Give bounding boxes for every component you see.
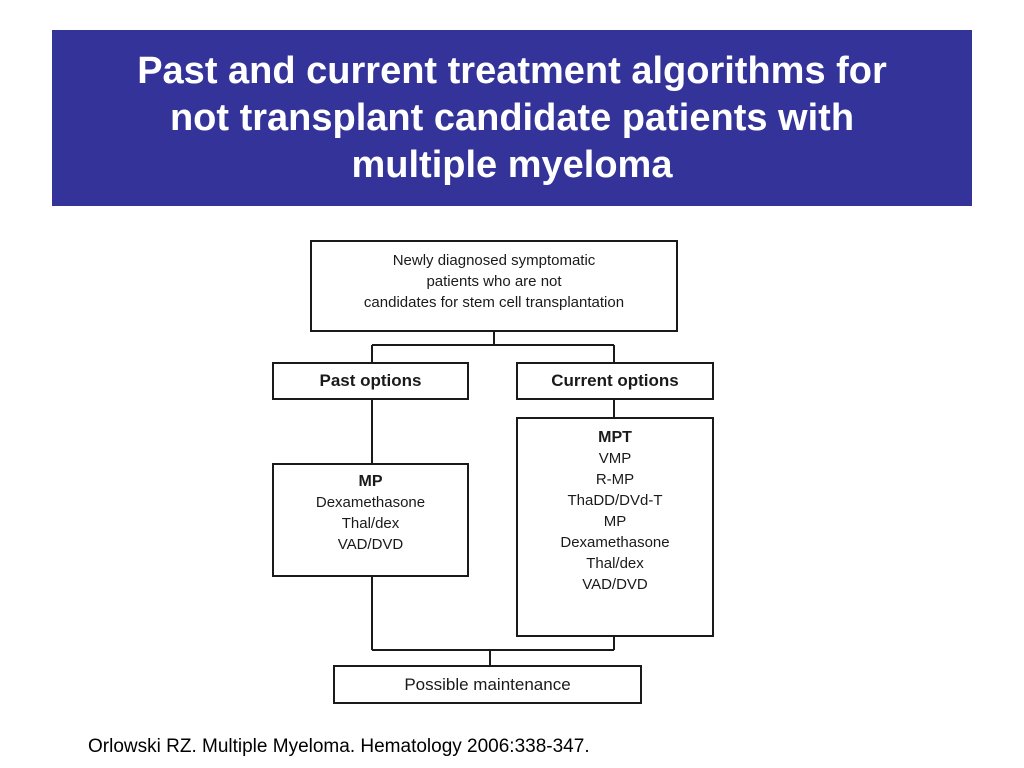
current-options-list: MPT VMP R-MP ThaDD/DVd-T MP Dexamethason…	[516, 417, 714, 637]
past-options-list: MP Dexamethasone Thal/dex VAD/DVD	[272, 463, 469, 577]
list-item: R-MP	[595, 471, 635, 488]
title-banner: Past and current treatment algorithms fo…	[52, 30, 972, 206]
list-item: VAD/DVD	[582, 576, 648, 593]
past-options-label: Past options	[319, 371, 422, 390]
list-item: Dexamethasone	[560, 534, 670, 551]
current-options-label: Current options	[551, 371, 679, 390]
list-item: Dexamethasone	[315, 494, 426, 511]
maintenance-box: Possible maintenance	[333, 665, 642, 704]
title-line: Past and current treatment algorithms fo…	[137, 49, 887, 92]
diagnosis-line: Newly diagnosed symptomatic	[392, 252, 596, 269]
list-item: MP	[603, 513, 627, 530]
list-item: Thal/dex	[586, 555, 644, 572]
current-options-box: Current options	[516, 362, 714, 400]
title-line: not transplant candidate patients with	[169, 96, 855, 139]
list-item: MP	[358, 473, 383, 490]
diagnosis-line: patients who are not	[426, 273, 562, 290]
diagnosis-box: Newly diagnosed symptomatic patients who…	[310, 240, 678, 332]
list-item: Thal/dex	[341, 515, 400, 532]
title-line: multiple myeloma	[351, 143, 673, 186]
citation: Orlowski RZ. Multiple Myeloma. Hematolog…	[88, 736, 590, 757]
diagnosis-line: candidates for stem cell transplantation	[363, 294, 625, 311]
maintenance-label: Possible maintenance	[404, 674, 571, 694]
list-item: VMP	[598, 450, 632, 467]
page-title: Past and current treatment algorithms fo…	[137, 48, 887, 189]
past-options-box: Past options	[272, 362, 469, 400]
list-item: VAD/DVD	[337, 536, 404, 553]
list-item: MPT	[598, 429, 632, 446]
list-item: ThaDD/DVd-T	[567, 492, 663, 509]
